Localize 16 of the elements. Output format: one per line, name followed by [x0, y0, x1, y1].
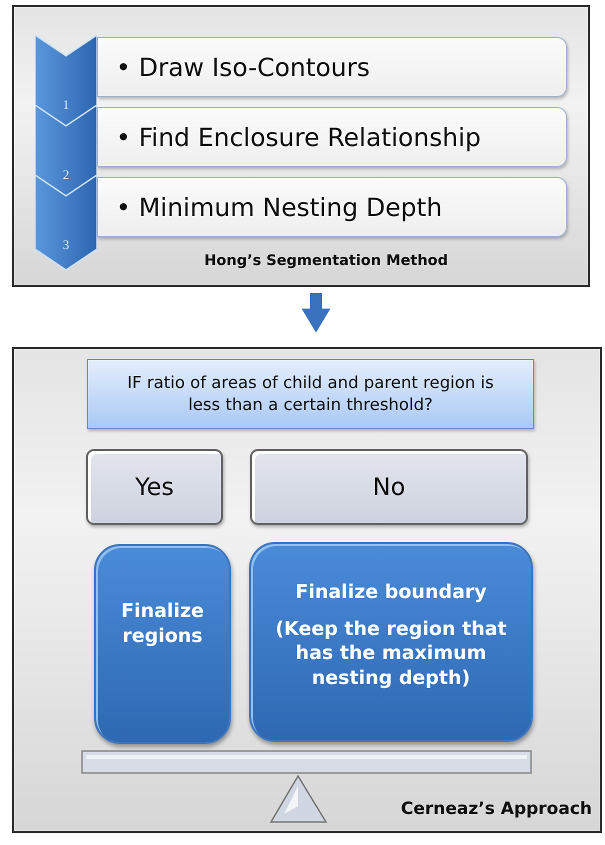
panel [12, 5, 590, 287]
answer-box: Yes [86, 449, 223, 525]
panel-title: Cerneaz’s Approach [400, 799, 592, 819]
result-text: Finalize regions [120, 599, 205, 649]
panel [12, 347, 602, 833]
panel-title: Hong’s Segmentation Method [204, 253, 448, 269]
step-number: 1 [62, 97, 70, 113]
arrow [302, 293, 330, 333]
result-text: (Keep the region that has the maximum nesting depth) [274, 616, 508, 691]
result-box [94, 544, 231, 744]
answer-box: No [250, 449, 528, 525]
condition-box: IF ratio of areas of child and parent region is less than a certain threshold? [87, 359, 534, 429]
step-number: 2 [62, 167, 70, 183]
step-number: 3 [62, 237, 70, 253]
result-box [249, 542, 533, 742]
result-text: Finalize boundary [295, 580, 487, 605]
